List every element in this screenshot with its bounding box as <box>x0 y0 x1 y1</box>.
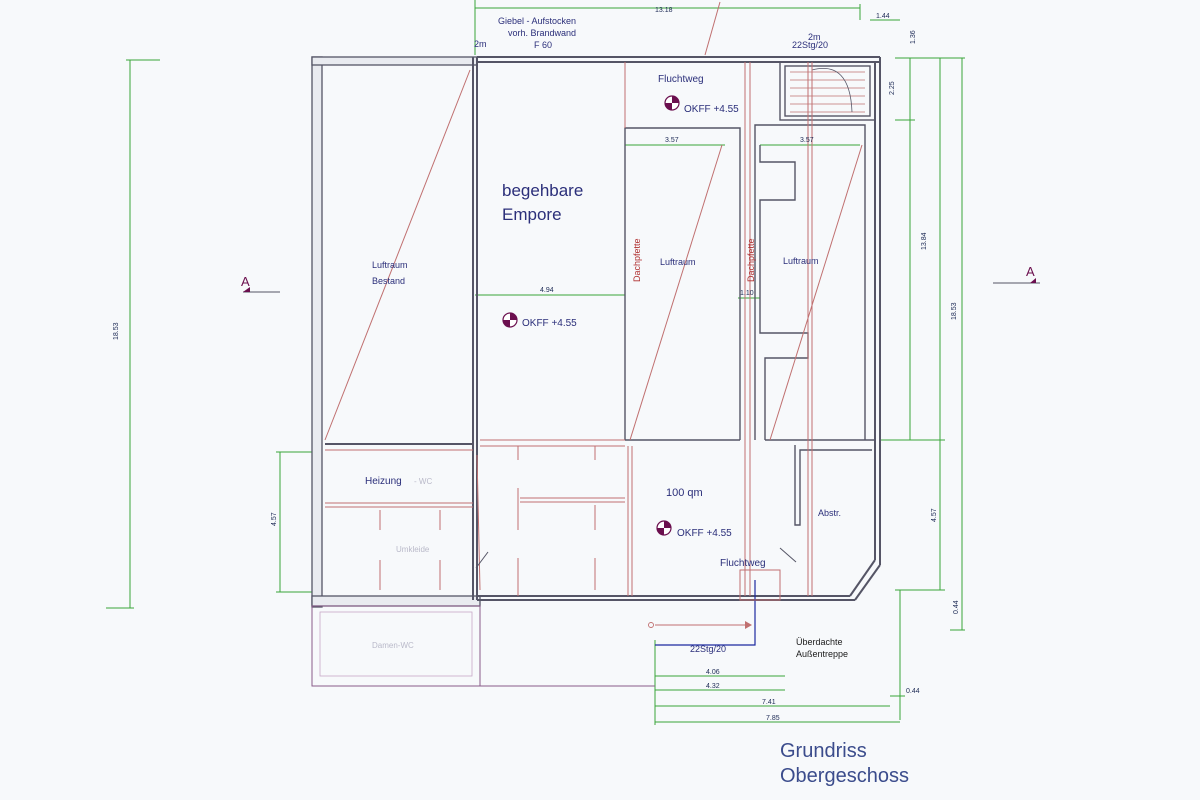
lower-annex <box>311 547 797 687</box>
dim-357-a: 3.57 <box>665 137 679 144</box>
okff-top-label: OKFF +4.55 <box>684 104 739 115</box>
dim-right-044: 0.44 <box>953 600 960 614</box>
top-dimension: 13.18 <box>655 7 673 14</box>
top-left-2m: 2m <box>474 39 487 49</box>
section-marker-right <box>993 278 1040 284</box>
okff-bottom-label: OKFF +4.55 <box>677 528 732 539</box>
empore-label-line2: Empore <box>502 205 562 224</box>
section-letter-left: A <box>241 274 250 289</box>
dim-right-small: 1.36 <box>910 30 917 44</box>
top-right-dimension: 1.44 <box>876 13 890 20</box>
heizung-label: Heizung <box>365 476 402 487</box>
exterior-stair-line2: Außentreppe <box>796 649 848 659</box>
okff-mid-label: OKFF +4.55 <box>522 318 577 329</box>
dim-110: 1.10 <box>740 290 754 297</box>
stair-note-top: 22Stg/20 <box>792 40 828 50</box>
dim-432: 4.32 <box>706 683 720 690</box>
section-marker-left <box>243 287 280 293</box>
level-marker-bottom <box>656 520 672 536</box>
level-marker-mid <box>502 312 518 328</box>
drawing-title-line2: Obergeschoss <box>780 765 909 787</box>
main-walls <box>325 56 881 601</box>
dim-right-total: 18.53 <box>951 302 958 320</box>
dim-494: 4.94 <box>540 287 554 294</box>
dim-bottom-044: 0.44 <box>906 688 920 695</box>
dimension-lines <box>106 0 965 725</box>
dim-right-457: 4.57 <box>931 508 938 522</box>
dachpfette-label-2: Dachpfette <box>746 238 756 282</box>
dim-right-top: 2.25 <box>889 81 896 95</box>
level-marker-top <box>664 95 680 111</box>
section-letter-right: A <box>1026 264 1035 279</box>
faint-left-room-label: Umkleide <box>396 545 430 554</box>
heizung-faint-label: - WC <box>414 477 432 486</box>
dachpfette-label-1: Dachpfette <box>632 238 642 282</box>
gable-note-line2: vorh. Brandwand <box>508 28 576 38</box>
dim-785: 7.85 <box>766 715 780 722</box>
luftraum-bestand-line1: Luftraum <box>372 260 408 270</box>
dim-right-mid: 13.84 <box>921 232 928 250</box>
fluchtweg-bottom-label: Fluchtweg <box>720 558 766 569</box>
dim-741: 7.41 <box>762 699 776 706</box>
faint-bottom-room-label: Damen-WC <box>372 641 414 650</box>
interior-walls <box>624 61 876 526</box>
fluchtweg-top-label: Fluchtweg <box>658 74 704 85</box>
dim-left-total: 18.53 <box>113 322 120 340</box>
dim-left-457: 4.57 <box>271 512 278 526</box>
stair-note-bottom: 22Stg/20 <box>690 644 726 654</box>
structural-red-lines <box>324 1 863 596</box>
stair-top-hatch <box>790 68 865 113</box>
luftraum-bestand-line2: Bestand <box>372 276 405 286</box>
dim-357-b: 3.57 <box>800 137 814 144</box>
top-right-2m: 2m <box>808 32 821 42</box>
area-label: 100 qm <box>666 487 703 499</box>
empore-label-line1: begehbare <box>502 181 583 200</box>
luftraum-mid-label: Luftraum <box>660 257 696 267</box>
drawing-title-line1: Grundriss <box>780 740 867 762</box>
luftraum-right-label: Luftraum <box>783 256 819 266</box>
gable-note-line3: F 60 <box>534 40 552 50</box>
exterior-walls <box>311 56 481 608</box>
abstr-label: Abstr. <box>818 508 841 518</box>
dim-406: 4.06 <box>706 669 720 676</box>
gable-note-line1: Giebel - Aufstocken <box>498 16 576 26</box>
exterior-stair-line1: Überdachte <box>796 637 843 647</box>
